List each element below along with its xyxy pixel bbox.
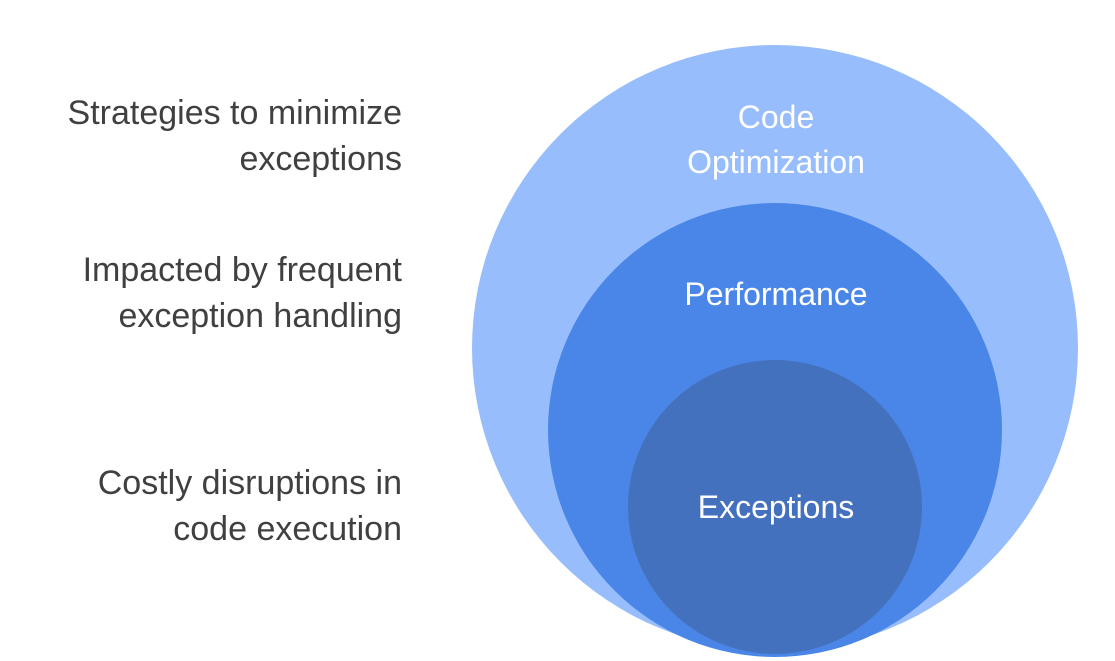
circle-label-exceptions: Exceptions <box>697 489 855 525</box>
annotation-costly: Costly disruptions in code execution <box>97 464 402 548</box>
annotation-strategies: Strategies to minimize exceptions <box>67 94 402 178</box>
circle-label-performance: Performance <box>684 276 868 312</box>
circle-exceptions <box>628 360 922 654</box>
circle-label-code-optimization: Code Optimization <box>687 99 865 180</box>
annotation-impacted: Impacted by frequent exception handling <box>82 251 402 335</box>
